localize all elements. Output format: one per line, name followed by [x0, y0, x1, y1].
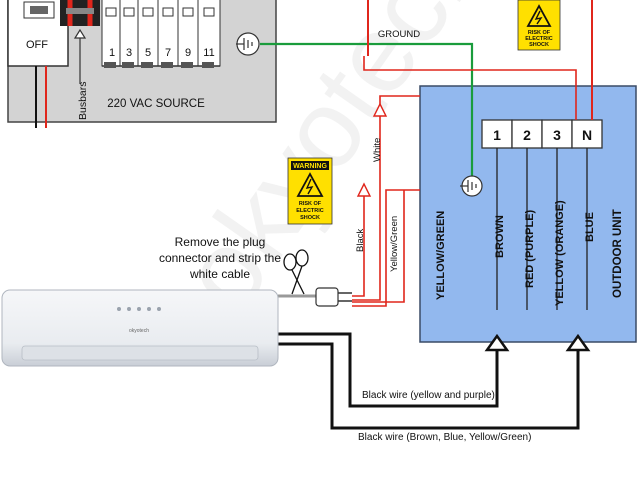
terminal-label: 2: [523, 127, 531, 143]
breaker-number: 3: [126, 47, 132, 59]
svg-text:SHOCK: SHOCK: [529, 42, 549, 48]
white-wire-label: White: [372, 138, 383, 162]
yellow-green-wire-label: Yellow/Green: [389, 216, 400, 272]
warning-sign-top: RISK OF ELECTRIC SHOCK: [517, 0, 561, 51]
white-arrow-icon: [372, 102, 388, 117]
wire-arrow-icon: [565, 333, 591, 352]
terminal-block: 1 2 3 N: [481, 119, 603, 149]
wire-label-brown: BROWN: [494, 215, 506, 258]
wire-label-yellow-green: YELLOW/GREEN: [435, 211, 447, 300]
outdoor-unit-title: OUTDOOR UNIT: [612, 209, 624, 298]
black-control-wires: Black wire (yellow and purple) Black wir…: [278, 332, 591, 443]
breaker-off-label: OFF: [26, 39, 48, 51]
breaker-number: 11: [203, 47, 214, 59]
instruction-text: Remove the plug connector and strip the …: [159, 235, 281, 281]
terminal-label: 1: [493, 127, 501, 143]
terminal-label: 3: [553, 127, 561, 143]
warning-sign-middle: WARNING RISK OF ELECTRIC SHOCK: [287, 157, 333, 225]
plug-icon: [315, 287, 339, 307]
scissors-icon: [283, 249, 309, 295]
indoor-ac-unit: okyotech: [1, 289, 279, 367]
breaker-number: 9: [185, 47, 191, 59]
ground-wire-label: GROUND: [378, 29, 420, 40]
terminal-label: N: [582, 127, 592, 143]
svg-text:white cable: white cable: [189, 267, 250, 281]
ground-wire: GROUND: [260, 29, 474, 182]
black-wire-label: Black: [355, 229, 366, 252]
wire-label-red: RED (PURPLE): [524, 209, 536, 288]
svg-text:SHOCK: SHOCK: [300, 215, 320, 221]
wire-arrow-icon: [484, 333, 510, 352]
svg-text:connector and strip the: connector and strip the: [159, 251, 281, 265]
electrical-panel: OFF 1 3 5 7 9 11: [7, 0, 277, 128]
black-arrow-icon: [356, 182, 372, 197]
shock-icon: [526, 4, 552, 27]
indoor-power-wires: White Black Yellow/Green: [352, 95, 420, 307]
warning-title: WARNING: [293, 163, 327, 170]
svg-text:RISK OF: RISK OF: [299, 201, 322, 207]
breaker-number: 7: [165, 47, 171, 59]
plug-connector: [278, 287, 352, 307]
red-source-wires: [363, 0, 593, 120]
black-wire-2-label: Black wire (Brown, Blue, Yellow/Green): [358, 432, 531, 443]
svg-text:RISK OF: RISK OF: [528, 30, 551, 36]
busbars-arrow-icon: [73, 28, 87, 39]
svg-text:ELECTRIC: ELECTRIC: [296, 208, 324, 214]
wire-label-blue: BLUE: [584, 212, 596, 242]
breaker-number: 1: [109, 47, 115, 59]
breaker-toggle-icon: [30, 6, 48, 14]
ac-brand-label: okyotech: [129, 328, 149, 334]
svg-text:ELECTRIC: ELECTRIC: [525, 36, 553, 42]
source-label: 220 VAC SOURCE: [107, 98, 205, 110]
breaker-row: 1 3 5 7 9 11: [101, 0, 221, 68]
busbars-label: Busbars: [77, 81, 89, 120]
shock-icon: [296, 172, 324, 197]
wire-label-yellow: YELLOW (ORANGE): [554, 200, 566, 306]
black-wire-1-label: Black wire (yellow and purple): [362, 390, 495, 401]
svg-text:Remove the plug: Remove the plug: [175, 235, 266, 249]
breaker-number: 5: [145, 47, 151, 59]
